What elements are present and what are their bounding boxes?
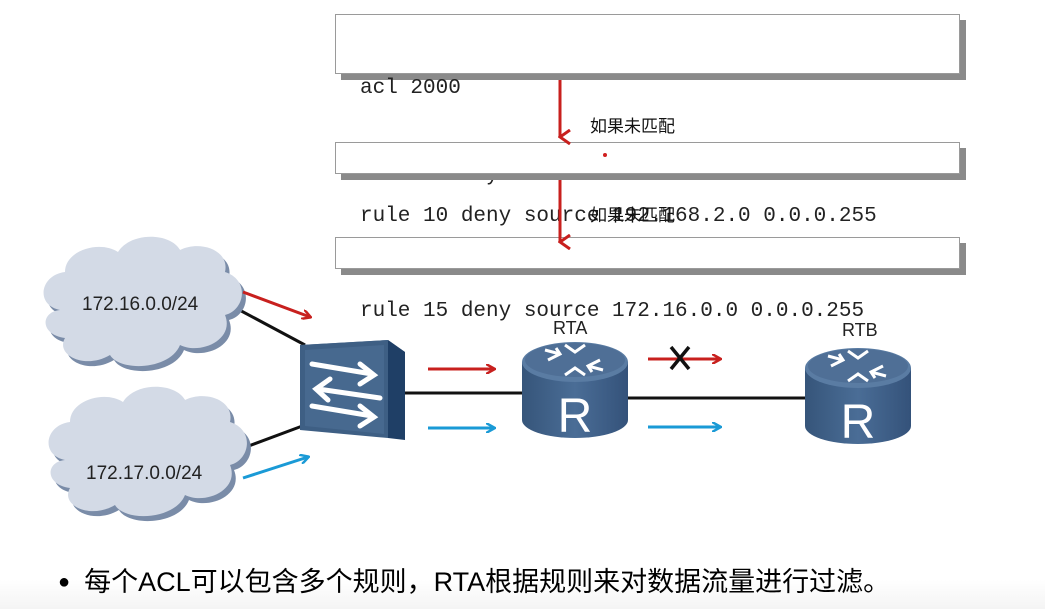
acl-rule-15-line: rule 15 deny source 172.16.0.0 0.0.0.255 [360,300,865,323]
red-dot [603,153,607,157]
link-cloud1-switch [231,304,306,347]
router-glyph: R [558,390,593,443]
denied-flow-arrow-1 [242,290,310,317]
router-label-rta: RTA [553,318,588,338]
footer-text: 每个ACL可以包含多个规则，RTA根据规则来对数据流量进行过滤。 [84,567,891,597]
no-match-label: 如果未匹配 [590,117,675,136]
bullet-icon: ● [58,571,71,593]
cloud-172-16 [43,236,246,372]
permitted-flow-arrow-1 [242,457,308,480]
switch-icon[interactable] [300,340,405,440]
footer-background [0,580,1045,609]
router-glyph: R [841,396,876,449]
acl-box-rule-10: rule 10 deny source 192.168.2.0 0.0.0.25… [335,142,960,228]
router-label-rtb: RTB [842,320,878,340]
no-match-label: 如果未匹配 [590,206,675,225]
router-rtb-icon[interactable]: R [805,348,911,449]
cloud-label-top: 172.16.0.0/24 [82,294,199,315]
router-rta-icon[interactable]: R [522,342,628,443]
blocked-x-icon [669,345,691,371]
footer-note: ● 每个ACL可以包含多个规则，RTA根据规则来对数据流量进行过滤。 [58,560,890,599]
cloud-label-bottom: 172.17.0.0/24 [86,463,203,484]
acl-number-line: acl 2000 [360,77,461,100]
acl-rule-10-line: rule 10 deny source 192.168.2.0 0.0.0.25… [360,205,877,228]
cloud-172-17 [48,386,251,522]
acl-box-rule-15: rule 15 deny source 172.16.0.0 0.0.0.255 [335,237,960,323]
